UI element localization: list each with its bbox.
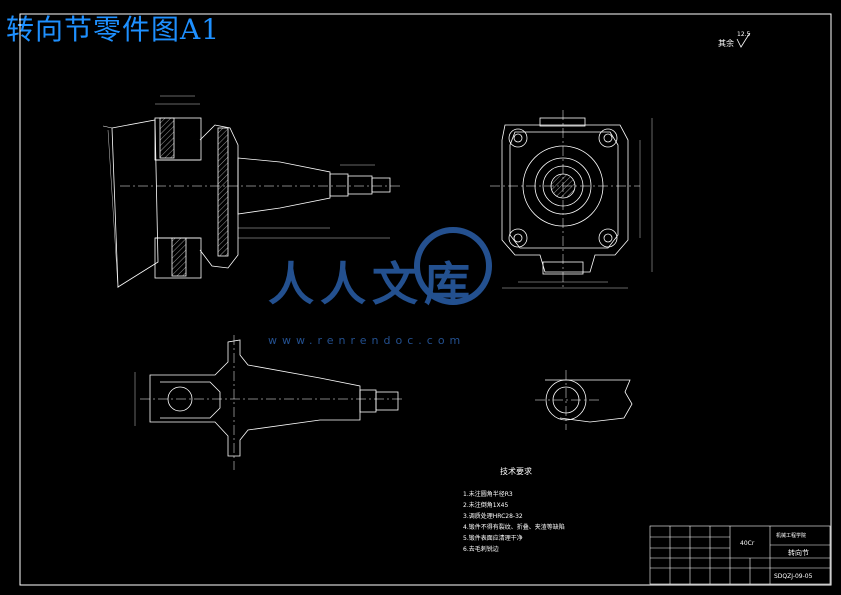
watermark-logo-icon xyxy=(414,227,492,305)
front-view xyxy=(490,110,653,290)
note-item: 2.未注倒角1X45 xyxy=(463,501,508,509)
note-item: 4.锻件不得有裂纹、折叠、夹渣等缺陷 xyxy=(463,523,565,531)
watermark-url: www.renrendoc.com xyxy=(268,334,465,347)
roughness-value: 12.5 xyxy=(737,31,751,38)
title-block-school: 机械工程学院 xyxy=(776,532,806,539)
note-item: 3.调质处理HRC28-32 xyxy=(463,512,523,520)
roughness-symbol-icon xyxy=(736,32,751,48)
notes-title: 技术要求 xyxy=(500,466,532,476)
title-block: 40Cr 机械工程学院 转向节 SDQZJ-09-05 xyxy=(649,525,831,585)
drawing-frame xyxy=(19,13,832,586)
title-block-drawing-number: SDQZJ-09-05 xyxy=(774,573,813,580)
detail-view xyxy=(535,370,633,430)
note-item: 6.去毛刺锐边 xyxy=(463,545,499,553)
drawing-title: 转向节零件图A1 xyxy=(6,13,221,46)
watermark-brand: 人人文库 xyxy=(268,257,476,311)
watermark: 人人文库 www.renrendoc.com xyxy=(268,227,492,347)
roughness-label: 其余 xyxy=(718,38,734,48)
bottom-view xyxy=(134,335,405,470)
title-block-part-name: 转向节 xyxy=(788,548,809,557)
side-section-view xyxy=(102,95,400,289)
note-item: 5.锻件表面应清理干净 xyxy=(463,534,523,542)
technical-requirements: 技术要求 1.未注圆角半径R3 2.未注倒角1X45 3.调质处理HRC28-32 4… xyxy=(463,466,565,553)
notes-list: 1.未注圆角半径R3 2.未注倒角1X45 3.调质处理HRC28-32 4.锻件不得… xyxy=(463,490,565,553)
note-item: 1.未注圆角半径R3 xyxy=(463,490,513,498)
roughness-note: 其余 12.5 xyxy=(718,31,751,48)
title-block-material: 40Cr xyxy=(740,540,755,547)
